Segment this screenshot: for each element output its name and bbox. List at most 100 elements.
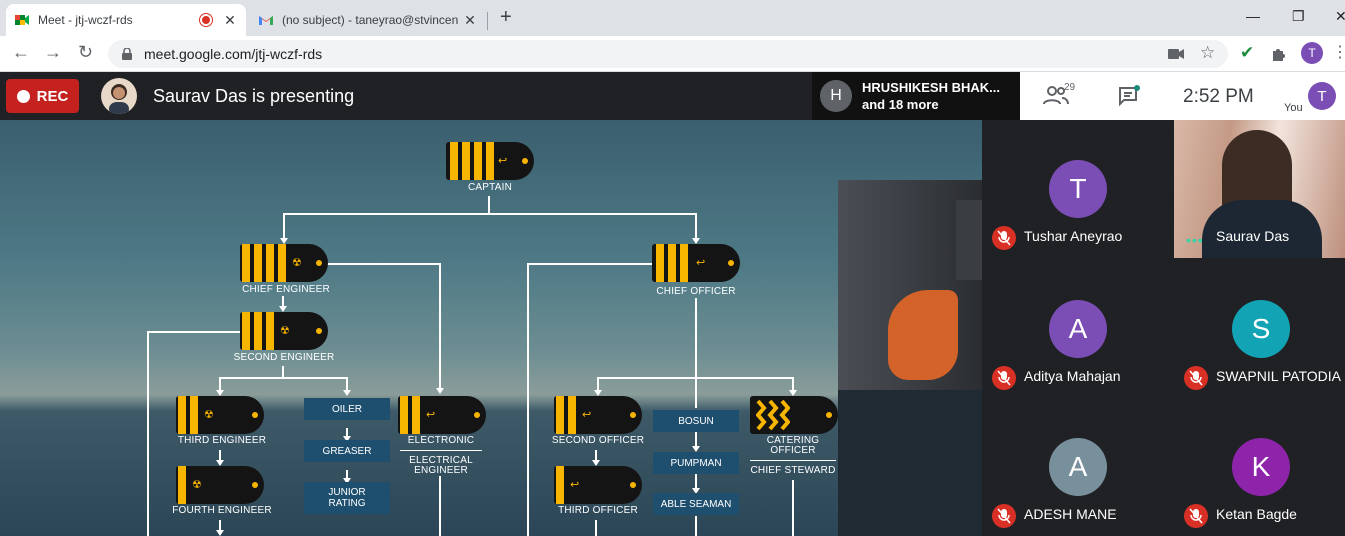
participant-grid: T Tushar Aneyrao ••• Saurav Das A Aditya… bbox=[982, 120, 1345, 536]
bosun-box: BOSUN bbox=[653, 410, 739, 432]
participant-name: ADESH MANE bbox=[1024, 506, 1117, 522]
fourth-engineer-label: FOURTH ENGINEER bbox=[172, 505, 272, 516]
participant-avatar: A bbox=[1049, 438, 1107, 496]
third-engineer-epaulette: ☢ bbox=[176, 396, 264, 434]
participant-avatar: K bbox=[1232, 438, 1290, 496]
mic-off-icon bbox=[992, 366, 1016, 390]
mic-off-icon bbox=[992, 226, 1016, 250]
reload-icon[interactable]: ↻ bbox=[78, 42, 94, 62]
participant-name: SWAPNIL PATODIA bbox=[1216, 368, 1341, 384]
chip-avatar: H bbox=[820, 80, 852, 112]
mic-off-icon bbox=[1184, 504, 1208, 528]
mic-off-icon bbox=[992, 504, 1016, 528]
tab-gmail[interactable]: (no subject) - taneyrao@stvincen ✕ bbox=[250, 4, 486, 36]
bookmark-star-icon[interactable]: ☆ bbox=[1200, 43, 1216, 62]
electronic-divider bbox=[400, 450, 482, 451]
close-window-icon[interactable]: ✕ bbox=[1335, 8, 1345, 24]
gmail-favicon-icon bbox=[259, 16, 273, 25]
rec-label: REC bbox=[36, 87, 69, 105]
back-icon[interactable]: ← bbox=[12, 42, 30, 62]
participant-tile[interactable]: T Tushar Aneyrao bbox=[982, 120, 1170, 258]
close-tab-icon[interactable]: ✕ bbox=[224, 11, 236, 28]
participant-avatar: A bbox=[1049, 300, 1107, 358]
captain-label: CAPTAIN bbox=[468, 182, 512, 193]
participant-avatar: S bbox=[1232, 300, 1290, 358]
able-seaman-box: ABLE SEAMAN bbox=[653, 493, 739, 515]
oiler-box: OILER bbox=[304, 398, 390, 420]
meet-favicon-icon bbox=[15, 15, 29, 25]
forward-icon[interactable]: → bbox=[44, 42, 62, 62]
catering-divider bbox=[750, 460, 836, 461]
tab-title: Meet - jtj-wczf-rds bbox=[38, 13, 133, 27]
participant-tile[interactable]: S SWAPNIL PATODIA bbox=[1174, 260, 1345, 398]
org-chart-connectors bbox=[147, 196, 797, 536]
chief-engineer-epaulette: ☢ bbox=[240, 244, 328, 282]
chip-more: and 18 more bbox=[862, 97, 939, 112]
electronic-epaulette: ↩ bbox=[398, 396, 486, 434]
fourth-engineer-epaulette: ☢ bbox=[176, 466, 264, 504]
url-text: meet.google.com/jtj-wczf-rds bbox=[144, 46, 323, 62]
participants-chip[interactable]: H HRUSHIKESH BHAK... and 18 more bbox=[812, 72, 1020, 120]
you-avatar[interactable]: T bbox=[1308, 82, 1336, 110]
mic-off-icon bbox=[1184, 366, 1208, 390]
second-officer-epaulette: ↩ bbox=[554, 396, 642, 434]
lock-icon bbox=[122, 48, 132, 60]
extensions-puzzle-icon[interactable] bbox=[1271, 46, 1287, 62]
checkmark-extension-icon[interactable]: ✔ bbox=[1240, 43, 1255, 62]
participant-name: Aditya Mahajan bbox=[1024, 368, 1121, 384]
browser-toolbar: ← → ↻ meet.google.com/jtj-wczf-rds ☆ ✔ T… bbox=[0, 36, 1345, 72]
greaser-box: GREASER bbox=[304, 440, 390, 462]
participant-name: Saurav Das bbox=[1216, 228, 1290, 244]
participant-name: Ketan Bagde bbox=[1216, 506, 1297, 522]
third-officer-label: THIRD OFFICER bbox=[558, 505, 638, 516]
participant-avatar: T bbox=[1049, 160, 1107, 218]
camera-icon[interactable] bbox=[1168, 48, 1184, 60]
presenting-text: Saurav Das is presenting bbox=[153, 86, 355, 106]
profile-avatar[interactable]: T bbox=[1301, 42, 1323, 64]
second-engineer-epaulette: ☢ bbox=[240, 312, 328, 350]
tab-separator bbox=[487, 12, 488, 30]
chief-steward-label: CHIEF STEWARD bbox=[750, 465, 836, 476]
browser-tab-strip: Meet - jtj-wczf-rds ✕ (no subject) - tan… bbox=[0, 0, 1345, 36]
electronic-label: ELECTRONIC bbox=[407, 435, 475, 446]
restore-icon[interactable]: ❐ bbox=[1292, 8, 1305, 24]
third-engineer-label: THIRD ENGINEER bbox=[177, 435, 267, 446]
new-tab-icon[interactable]: + bbox=[500, 6, 512, 28]
presentation-stage: ↩ CAPTAIN ☢ CHIEF ENGINEER ↩ CHIEF OFFIC… bbox=[0, 120, 982, 536]
recording-badge[interactable]: REC bbox=[6, 79, 79, 113]
chief-engineer-label: CHIEF ENGINEER bbox=[242, 284, 330, 295]
people-count: 29 bbox=[1064, 82, 1076, 93]
ship-image bbox=[838, 180, 982, 536]
participant-tile[interactable]: A ADESH MANE bbox=[982, 398, 1170, 536]
you-label: You bbox=[1284, 102, 1303, 114]
recording-indicator-icon bbox=[200, 14, 212, 26]
participant-name: Tushar Aneyrao bbox=[1024, 228, 1123, 244]
junior-rating-box: JUNIOR RATING bbox=[304, 482, 390, 514]
pumpman-box: PUMPMAN bbox=[653, 452, 739, 474]
chief-officer-label: CHIEF OFFICER bbox=[656, 286, 736, 297]
tab-meet[interactable]: Meet - jtj-wczf-rds ✕ bbox=[6, 4, 246, 36]
address-bar[interactable]: meet.google.com/jtj-wczf-rds bbox=[108, 40, 1228, 68]
people-icon[interactable] bbox=[1043, 84, 1069, 106]
tab-title: (no subject) - taneyrao@stvincen bbox=[282, 13, 459, 27]
participant-tile[interactable]: A Aditya Mahajan bbox=[982, 260, 1170, 398]
minimize-icon[interactable]: — bbox=[1246, 8, 1260, 24]
chief-officer-epaulette: ↩ bbox=[652, 244, 740, 282]
catering-officer-epaulette bbox=[750, 396, 838, 434]
chat-icon[interactable] bbox=[1118, 85, 1140, 107]
record-dot-icon bbox=[16, 89, 30, 103]
participant-tile[interactable]: K Ketan Bagde bbox=[1174, 398, 1345, 536]
second-engineer-label: SECOND ENGINEER bbox=[233, 352, 335, 363]
speaking-indicator-icon: ••• bbox=[1186, 232, 1204, 248]
participant-video-tile[interactable]: ••• Saurav Das bbox=[1174, 120, 1345, 258]
meet-header: REC Saurav Das is presenting H HRUSHIKES… bbox=[0, 72, 1345, 120]
catering-officer-label: CATERING OFFICER bbox=[766, 435, 820, 456]
close-tab-icon[interactable]: ✕ bbox=[464, 11, 476, 28]
meet-controls: 29 2:52 PM You T bbox=[1020, 72, 1345, 120]
second-officer-label: SECOND OFFICER bbox=[551, 435, 645, 446]
presenter-avatar bbox=[101, 78, 137, 114]
electrical-engineer-label: ELECTRICAL ENGINEER bbox=[409, 455, 473, 476]
third-officer-epaulette: ↩ bbox=[554, 466, 642, 504]
menu-icon[interactable]: ⋮ bbox=[1332, 44, 1345, 61]
clock: 2:52 PM bbox=[1183, 86, 1254, 107]
